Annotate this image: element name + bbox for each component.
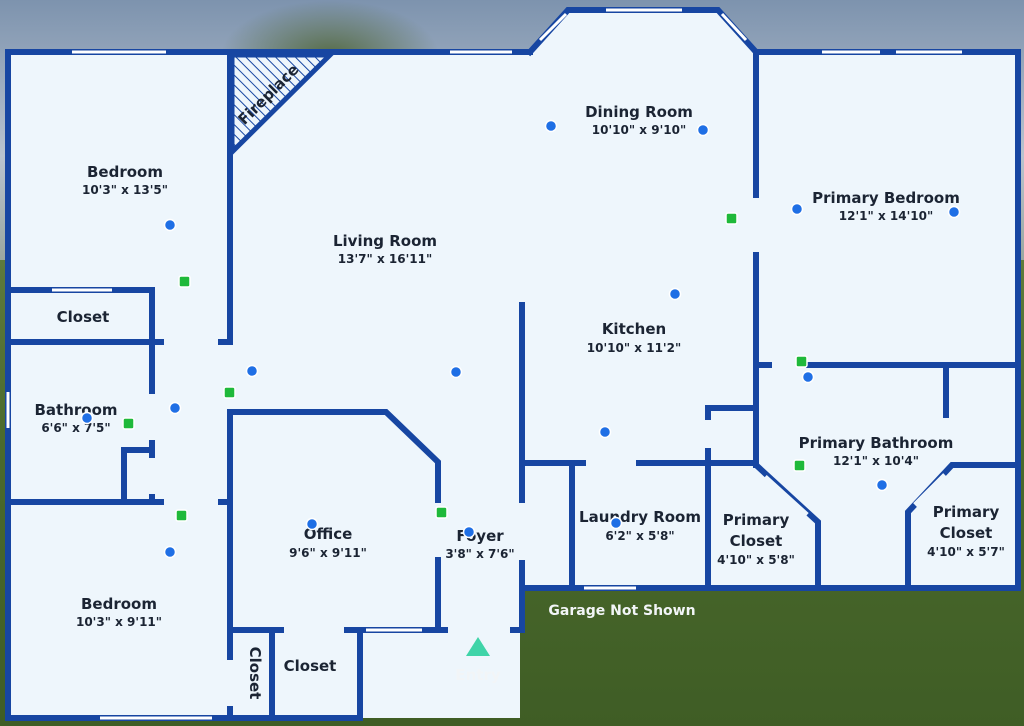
room-name-bathroom: Bathroom	[34, 401, 117, 419]
photo-marker-icon[interactable]	[168, 401, 182, 415]
room-name-primary-closet-2-line1: Primary	[933, 503, 1000, 521]
camera-marker-icon[interactable]	[175, 509, 188, 522]
garage-not-shown-label: Garage Not Shown	[548, 603, 695, 619]
entry-marker-icon[interactable]	[466, 637, 490, 656]
photo-marker-icon[interactable]	[462, 525, 476, 539]
room-name-primary-closet-1-line2: Closet	[730, 532, 783, 550]
room-name-office: Office	[304, 525, 353, 543]
room-name-living-room: Living Room	[333, 232, 437, 250]
camera-marker-icon[interactable]	[178, 275, 191, 288]
room-labels: Bedroom 10'3" x 13'5" Fireplace Living R…	[34, 61, 1004, 700]
photo-marker-icon[interactable]	[696, 123, 710, 137]
room-name-bedroom-bottom: Bedroom	[81, 595, 157, 613]
photo-marker-icon[interactable]	[947, 205, 961, 219]
room-dims-bedroom-top: 10'3" x 13'5"	[82, 183, 168, 197]
room-name-closet-vertical: Closet	[246, 647, 264, 700]
room-dims-dining-room: 10'10" x 9'10"	[592, 123, 686, 137]
camera-markers	[122, 212, 808, 522]
room-dims-primary-bedroom: 12'1" x 14'10"	[839, 209, 933, 223]
room-name-primary-closet-1-line1: Primary	[723, 511, 790, 529]
photo-marker-icon[interactable]	[305, 517, 319, 531]
camera-marker-icon[interactable]	[435, 506, 448, 519]
room-name-primary-closet-2-line2: Closet	[940, 524, 993, 542]
room-dims-living-room: 13'7" x 16'11"	[338, 252, 432, 266]
room-dims-bedroom-bottom: 10'3" x 9'11"	[76, 615, 162, 629]
photo-marker-icon[interactable]	[875, 478, 889, 492]
room-name-primary-bedroom: Primary Bedroom	[812, 189, 960, 207]
room-name-primary-bathroom: Primary Bathroom	[799, 434, 954, 452]
photo-marker-icon[interactable]	[544, 119, 558, 133]
photo-marker-icon[interactable]	[609, 516, 623, 530]
photo-marker-icon[interactable]	[80, 411, 94, 425]
room-name-kitchen: Kitchen	[602, 320, 666, 338]
photo-marker-icon[interactable]	[163, 545, 177, 559]
photo-marker-icon[interactable]	[245, 364, 259, 378]
photo-marker-icon[interactable]	[449, 365, 463, 379]
camera-marker-icon[interactable]	[795, 355, 808, 368]
entry-label: Entry	[455, 666, 500, 684]
windows	[6, 8, 962, 720]
room-dims-kitchen: 10'10" x 11'2"	[587, 341, 681, 355]
room-dims-foyer: 3'8" x 7'6"	[445, 547, 514, 561]
camera-marker-icon[interactable]	[793, 459, 806, 472]
room-name-laundry-room: Laundry Room	[579, 508, 701, 526]
photo-marker-icon[interactable]	[668, 287, 682, 301]
camera-marker-icon[interactable]	[122, 417, 135, 430]
room-dims-office: 9'6" x 9'11"	[289, 546, 367, 560]
room-dims-primary-closet-2: 4'10" x 5'7"	[927, 545, 1005, 559]
camera-marker-icon[interactable]	[223, 386, 236, 399]
photo-marker-icon[interactable]	[163, 218, 177, 232]
photo-markers	[80, 119, 961, 559]
room-name-closet-bottom: Closet	[284, 657, 337, 675]
camera-marker-icon[interactable]	[725, 212, 738, 225]
photo-marker-icon[interactable]	[790, 202, 804, 216]
photo-marker-icon[interactable]	[598, 425, 612, 439]
room-dims-bathroom: 6'6" x 7'5"	[41, 421, 110, 435]
room-name-dining-room: Dining Room	[585, 103, 693, 121]
photo-marker-icon[interactable]	[801, 370, 815, 384]
room-dims-primary-bathroom: 12'1" x 10'4"	[833, 454, 919, 468]
room-dims-primary-closet-1: 4'10" x 5'8"	[717, 553, 795, 567]
door-openings	[148, 200, 949, 706]
room-name-closet-left: Closet	[57, 308, 110, 326]
room-name-bedroom-top: Bedroom	[87, 163, 163, 181]
room-dims-laundry-room: 6'2" x 5'8"	[605, 529, 674, 543]
